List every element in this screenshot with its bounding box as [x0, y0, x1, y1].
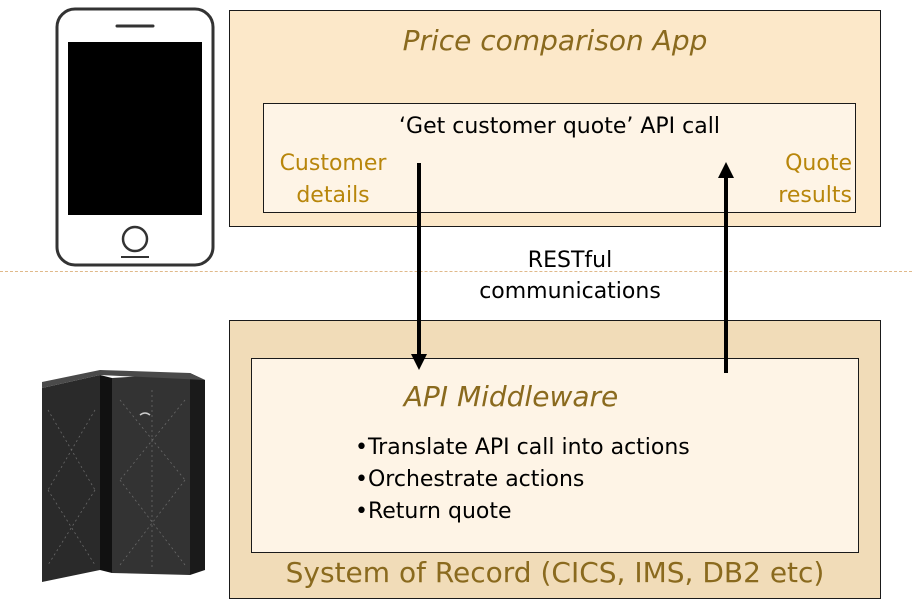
quote-results-label: Quote results	[740, 148, 852, 212]
quote-results-line1: Quote	[785, 151, 852, 176]
api-call-label: ‘Get customer quote’ API call	[399, 114, 720, 139]
middleware-title: API Middleware	[403, 380, 619, 413]
quote-results-line2: results	[778, 183, 852, 208]
smartphone-icon	[55, 7, 215, 267]
mainframe-server-icon	[42, 370, 205, 582]
api-call-box	[263, 103, 856, 213]
customer-details-line2: details	[296, 183, 370, 208]
middleware-actions-list: •Translate API call into actions •Orches…	[355, 432, 690, 528]
middleware-action-item: •Translate API call into actions	[355, 435, 690, 460]
middleware-box	[251, 358, 859, 553]
separator-line	[0, 271, 912, 272]
app-title: Price comparison App	[402, 24, 708, 57]
customer-details-line1: Customer	[279, 151, 387, 176]
system-of-record-title: System of Record (CICS, IMS, DB2 etc)	[285, 556, 825, 589]
middleware-action-item: •Orchestrate actions	[355, 467, 585, 492]
customer-details-label: Customer details	[268, 148, 398, 212]
connection-label: RESTful communications	[440, 245, 700, 307]
connection-label-line2: communications	[479, 279, 661, 304]
connection-label-line1: RESTful	[527, 248, 613, 273]
middleware-action-item: •Return quote	[355, 499, 512, 524]
